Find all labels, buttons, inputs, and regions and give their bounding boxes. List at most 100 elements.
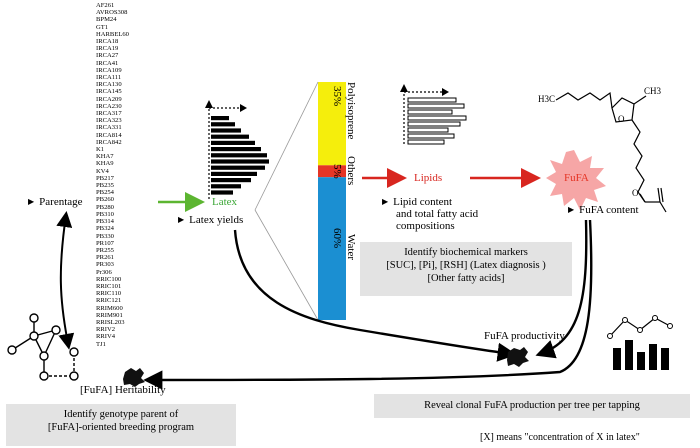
clone-item: RRIC110 — [96, 290, 122, 298]
lipid-icon-bar — [407, 121, 461, 127]
clone-item: PB260 — [96, 196, 114, 204]
clone-item: RRIV2 — [96, 326, 116, 334]
lipid-icon-bar — [407, 97, 457, 103]
clone-item: IRCA331 — [96, 124, 122, 132]
clone-item: IRCA130 — [96, 81, 122, 89]
lipid-icon-bar — [407, 133, 455, 139]
clone-item: PR261 — [96, 254, 114, 262]
lipid-composition-icon — [400, 84, 467, 146]
yield-icon-bar — [211, 165, 265, 170]
latex-yield-to-productivity-arrow — [233, 229, 517, 362]
parentage-label: Parentage — [28, 196, 82, 208]
yield-icon-bar — [211, 178, 251, 183]
polyisoprene-label: Polyisoprene — [345, 82, 357, 140]
methyl-right-label: CH3 — [644, 86, 662, 96]
clone-item: PB324 — [96, 225, 114, 233]
clone-item: IRCA814 — [96, 131, 122, 139]
clone-item: IRCA145 — [96, 88, 122, 96]
lipid-icon-bar — [407, 109, 453, 115]
water-pct: 60% — [331, 228, 343, 249]
clone-item: RRIM901 — [96, 311, 123, 319]
latex-segment-polyisoprene — [318, 82, 346, 166]
clone-item: HARBEL60 — [96, 30, 129, 38]
latex-composition-bar — [318, 82, 346, 320]
clone-item: RRIV4 — [96, 333, 116, 341]
yield-icon-bar — [211, 147, 261, 152]
water-label: Water — [345, 234, 357, 260]
compositions-label: compositions — [396, 220, 455, 232]
latex-label: Latex — [212, 196, 238, 208]
lipids-label: Lipids — [414, 172, 443, 184]
others-label: Others — [345, 156, 357, 186]
heritability-parentage-arrow — [56, 211, 75, 350]
yield-icon-bar — [211, 153, 267, 158]
clone-item: IRCA323 — [96, 117, 122, 125]
clone-item: KHA9 — [96, 160, 114, 168]
clone-item: Pr306 — [96, 268, 112, 276]
yield-icon-bar — [211, 116, 229, 121]
yield-icon-bar — [211, 159, 269, 164]
ester-oxygen-label: O — [632, 188, 639, 198]
yield-icon-bar — [211, 190, 233, 195]
productivity-node — [507, 347, 529, 367]
clone-item: AF261 — [96, 2, 115, 9]
clone-item: PB330 — [96, 232, 114, 240]
latex-segment-water — [318, 177, 346, 320]
fufa-content-label: FuFA content — [568, 204, 638, 216]
clone-item: KHA7 — [96, 153, 114, 161]
latex-segment-others — [318, 165, 346, 178]
biomarkers-box: Identify biochemical markers [SUC], [Pi]… — [360, 242, 572, 296]
clone-item: IRCA19 — [96, 45, 119, 53]
network-graph-icon — [7, 313, 79, 381]
clone-item: IRCA317 — [96, 110, 122, 118]
yield-icon-bar — [211, 122, 235, 127]
clone-item: K1 — [96, 146, 105, 154]
clone-item: PB314 — [96, 218, 114, 226]
fufa-burst-shape — [546, 150, 606, 210]
latex-yield-chart-icon — [205, 100, 269, 200]
clone-item: IRCA27 — [96, 52, 119, 60]
lipid-content-label: Lipid content — [382, 196, 452, 208]
productivity-chart-icon — [607, 315, 673, 370]
furan-fatty-acid-structure — [555, 91, 667, 213]
clone-item: IRCA111 — [96, 74, 122, 82]
others-pct: 5% — [331, 164, 343, 179]
heritability-node — [123, 368, 145, 387]
clonal-production-box: Reveal clonal FuFA production per tree p… — [374, 394, 690, 418]
lipid-icon-bar — [407, 103, 465, 109]
clone-item: PB217 — [96, 174, 114, 182]
clone-item: BPM24 — [96, 16, 117, 24]
clone-item: PB254 — [96, 189, 114, 197]
clone-item: IRCA41 — [96, 59, 119, 67]
clone-item: IRCA230 — [96, 102, 122, 110]
heritability-label: [FuFA] Heritability — [80, 384, 166, 396]
clone-item: PR303 — [96, 261, 114, 269]
fufa-label: FuFA — [564, 172, 589, 184]
clone-item: IRCA109 — [96, 66, 122, 74]
clone-item: PB310 — [96, 210, 114, 218]
fufa-content-to-productivity-arrow — [535, 219, 588, 359]
genotype-line-1: Identify genotype parent of — [63, 409, 179, 420]
clone-item: PR255 — [96, 246, 114, 254]
methyl-left-label: H3C — [538, 94, 556, 104]
clone-item: IRCA842 — [96, 138, 122, 146]
lipid-icon-bar — [407, 115, 467, 121]
latex-yields-label: Latex yields — [178, 214, 243, 226]
biomarkers-line-3: [Other fatty acids] — [427, 273, 505, 284]
yield-icon-bar — [211, 140, 255, 145]
yield-icon-bar — [211, 171, 257, 176]
yield-icon-bar — [211, 184, 241, 189]
biomarkers-line-2: [SUC], [Pi], [RSH] (Latex diagnosis ) — [386, 260, 546, 271]
clone-item: RRIM600 — [96, 304, 123, 312]
furan-oxygen-label: O — [618, 114, 625, 124]
clone-item: AVROS308 — [96, 9, 128, 17]
concentration-note: [X] means "concentration of X in latex" — [480, 432, 640, 443]
lipid-icon-bar — [407, 139, 445, 145]
biomarkers-line-1: Identify biochemical markers — [404, 247, 528, 258]
total-fatty-acid-label: and total fatty acid — [396, 208, 479, 220]
clone-item: IRCA209 — [96, 95, 122, 103]
clone-item: KV4 — [96, 167, 109, 175]
yield-icon-bar — [211, 128, 241, 133]
